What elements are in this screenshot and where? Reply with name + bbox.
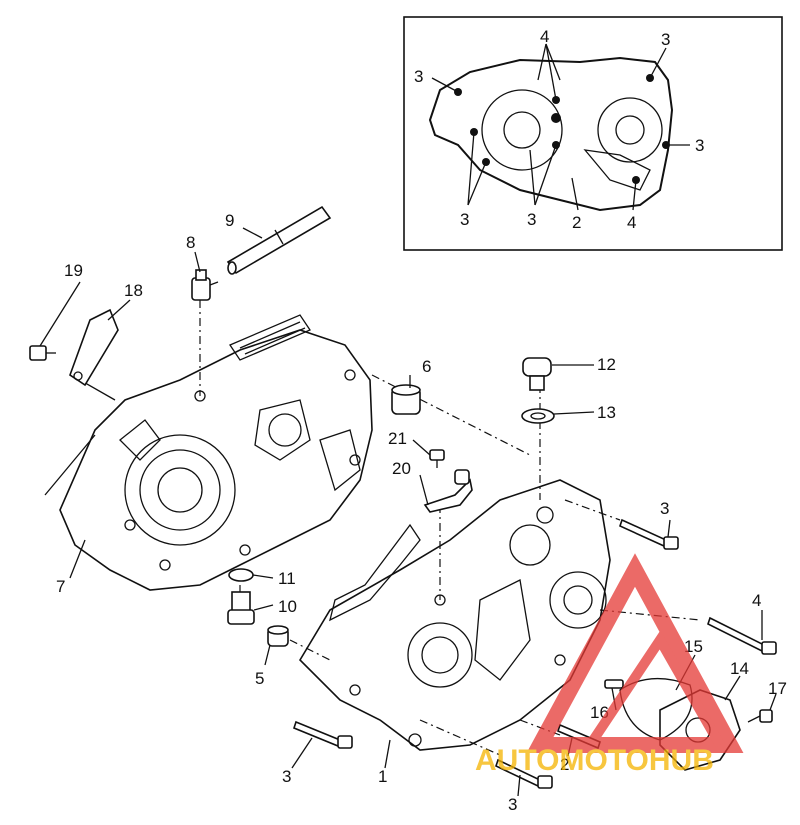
callout-19: 19 <box>64 261 83 280</box>
left-secondary-bore <box>254 399 311 461</box>
callout-11: 11 <box>278 569 296 588</box>
left-bearing-mid <box>139 449 221 531</box>
callout-18: 18 <box>124 281 143 300</box>
part-3-bolt-right <box>619 518 679 550</box>
part-5-collar <box>267 625 289 647</box>
callouts: 9 8 19 18 6 12 13 21 20 3 11 10 7 4 5 15… <box>56 211 787 814</box>
part-17-bolt <box>747 709 773 723</box>
part-6-collar <box>391 384 421 415</box>
part-13-washer <box>521 408 555 424</box>
callout-21: 21 <box>388 429 407 448</box>
callout-17: 17 <box>768 679 787 698</box>
inset-label: 4 <box>627 213 636 232</box>
watermark-text: AUTOMOTOHUB <box>475 744 714 777</box>
crankcase-left-body <box>59 329 373 591</box>
callout-12: 12 <box>597 355 616 374</box>
inset-label: 3 <box>414 67 423 86</box>
inset-bearing-right <box>597 97 663 163</box>
part-3-bolt-bottom <box>495 758 553 789</box>
callout-10: 10 <box>278 597 297 616</box>
part-16-pin <box>604 679 624 689</box>
crankcase-left-fins <box>229 314 311 361</box>
part-15-gasket <box>619 677 693 741</box>
right-secondary-bore <box>549 571 607 629</box>
callout-3-bottom: 3 <box>508 795 517 814</box>
crankcase-right <box>298 479 611 751</box>
inset-label: 2 <box>572 213 581 232</box>
part-11-washer <box>228 568 254 582</box>
callout-3-left: 3 <box>282 767 291 786</box>
inset-view: 4 3 3 3 3 3 2 4 <box>403 16 783 251</box>
watermark-logo-triangle <box>526 553 744 753</box>
part-18-bracket <box>69 308 119 387</box>
callout-15: 15 <box>684 637 703 656</box>
crankcase-left <box>59 314 373 591</box>
part-21-screw <box>429 449 445 468</box>
watermark-logo-inner <box>585 630 725 748</box>
part-8-nipple <box>191 269 219 301</box>
callout-6: 6 <box>422 357 431 376</box>
part-19-bolt <box>29 345 56 361</box>
callout-5: 5 <box>255 669 264 688</box>
crankcase-right-body <box>298 479 611 751</box>
inset-case-outline <box>428 56 674 212</box>
callout-9: 9 <box>225 211 234 230</box>
part-12-plug <box>522 357 552 391</box>
part-9-pin <box>226 205 332 275</box>
callout-14: 14 <box>730 659 749 678</box>
part-4-bolt <box>707 616 777 655</box>
inset-label: 3 <box>527 210 536 229</box>
right-bearing-outer <box>407 622 473 688</box>
part-20-bracket <box>423 469 473 513</box>
callout-3-right: 3 <box>660 499 669 518</box>
inset-frame <box>403 16 783 251</box>
left-bearing-outer <box>124 434 236 546</box>
inset-bearing-left-inner <box>503 111 541 149</box>
left-bearing-inner <box>157 467 203 513</box>
inset-gasket-area <box>583 149 651 191</box>
callout-7: 7 <box>56 577 65 596</box>
inset-bearing-right-inner <box>615 115 645 145</box>
watermark: AUTOMOTOHUB <box>475 553 744 777</box>
crankcase-right-flange <box>329 523 421 622</box>
inset-label: 3 <box>695 136 704 155</box>
inset-bearing-left <box>481 89 563 171</box>
inset-label: 4 <box>540 27 549 46</box>
callout-4: 4 <box>752 591 761 610</box>
callout-1: 1 <box>378 767 387 786</box>
inset-hole <box>551 113 561 123</box>
inset-label: 3 <box>460 210 469 229</box>
callout-2: 2 <box>560 755 569 774</box>
callout-20: 20 <box>392 459 411 478</box>
right-bearing-inner <box>421 636 459 674</box>
callout-8: 8 <box>186 233 195 252</box>
right-top-boss <box>509 524 551 566</box>
part-10-drain-plug <box>227 591 255 625</box>
part-3-bolt-lower <box>293 720 353 749</box>
alignment-lines <box>44 300 701 756</box>
callout-13: 13 <box>597 403 616 422</box>
inset-label: 3 <box>661 30 670 49</box>
